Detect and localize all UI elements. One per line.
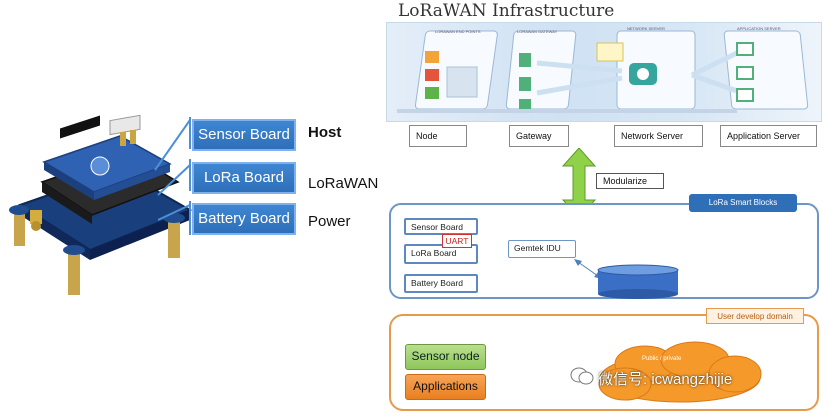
panel-label-endpoints: LORAWAN END POINTS xyxy=(435,29,481,34)
tier-application-server: Application Server xyxy=(720,125,817,147)
board-connector-lines xyxy=(154,117,191,235)
host-label: Host xyxy=(308,124,342,141)
cloud-label: Public / private xyxy=(642,356,682,362)
device-icon xyxy=(425,87,439,99)
smart-blocks-tag: LoRa Smart Blocks xyxy=(689,194,797,212)
note-icon xyxy=(596,42,624,62)
infrastructure-graphic xyxy=(397,30,809,113)
tier-network-server: Network Server xyxy=(614,125,703,147)
panel-label-application: APPLICATION SERVER xyxy=(737,26,781,31)
sb-sensor-board: Sensor Board xyxy=(404,218,478,235)
database-icon xyxy=(597,264,679,299)
sb-lora-board: LoRa Board xyxy=(404,244,478,264)
panel-label-network: NETWORK SERVER xyxy=(627,26,665,31)
lora-board-label: LoRa Board xyxy=(192,162,296,194)
tier-node: Node xyxy=(409,125,467,147)
device-icon xyxy=(425,51,439,63)
watermark-text: 微信号: icwangzhijie xyxy=(598,371,733,388)
panel-label-gateway: LORAWAN GATEWAY xyxy=(517,29,558,34)
sb-battery-board: Battery Board xyxy=(404,274,478,293)
device-icon xyxy=(425,69,439,81)
gateway-icon xyxy=(519,53,531,67)
app-icon xyxy=(736,42,754,56)
gemtek-link-and-database xyxy=(574,259,679,299)
modularize-label: Modularize xyxy=(596,173,664,189)
modularize-arrow xyxy=(562,148,596,218)
map-icon xyxy=(446,66,478,98)
hardware-stack-illustration xyxy=(9,114,193,295)
app-icon xyxy=(736,88,754,102)
infrastructure-panel: LORAWAN END POINTS LORAWAN GATEWAY NETWO… xyxy=(386,22,822,122)
battery-board-label: Battery Board xyxy=(192,203,296,235)
wechat-icon xyxy=(570,367,594,385)
sensor-node-box: Sensor node xyxy=(405,344,486,370)
uart-label: UART xyxy=(442,234,472,248)
gateway-icon xyxy=(519,99,531,109)
sensor-board-label: Sensor Board xyxy=(192,119,296,151)
standoff-post xyxy=(168,218,180,258)
user-domain-tag: User develop domain xyxy=(706,308,804,324)
gemtek-idu: Gemtek IDU xyxy=(508,240,576,258)
standoff-post xyxy=(14,208,25,246)
applications-box: Applications xyxy=(405,374,486,400)
power-label: Power xyxy=(308,213,351,230)
standoff-post xyxy=(68,250,80,295)
cloud-icon xyxy=(598,341,762,403)
app-icon xyxy=(736,66,754,80)
lorawan-label: LoRaWAN xyxy=(308,175,379,192)
gateway-icon xyxy=(519,77,531,91)
infrastructure-title: LoRaWAN Infrastructure xyxy=(398,1,615,21)
tier-gateway: Gateway xyxy=(509,125,569,147)
